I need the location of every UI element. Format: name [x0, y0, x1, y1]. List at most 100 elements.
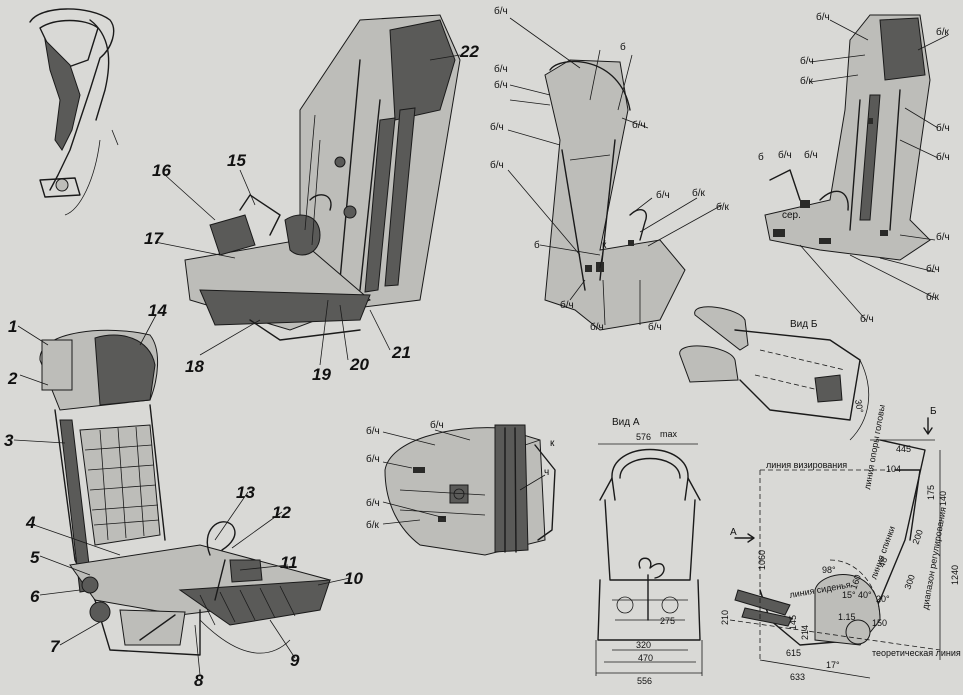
- dim-470: 470: [638, 653, 653, 663]
- callout-4: 4: [25, 513, 36, 532]
- arrow-b-label: Б: [930, 406, 937, 417]
- dim-145: 145: [788, 615, 798, 630]
- mark-ch: ч: [544, 467, 549, 478]
- callout-18: 18: [185, 357, 204, 376]
- mark-bch: б/ч: [490, 121, 504, 133]
- callout-20: 20: [349, 355, 369, 374]
- perspective-seat-view: [184, 14, 461, 341]
- label-adjust: диапазон регулирования: [920, 506, 948, 610]
- mark-bk: б/к: [366, 519, 380, 531]
- mark-bch: б/ч: [648, 321, 662, 333]
- mark-bch: б/ч: [494, 79, 508, 91]
- view-b-title: Вид Б: [790, 319, 818, 330]
- dim-300: 300: [902, 573, 917, 591]
- callout-15: 15: [227, 151, 246, 170]
- mark-k: к: [602, 240, 607, 251]
- mark-bch: б/ч: [800, 55, 814, 67]
- callout-1: 1: [8, 317, 17, 336]
- dim-200: 200: [910, 528, 925, 546]
- dim-210: 210: [720, 610, 730, 625]
- mark-b: б: [758, 151, 764, 163]
- mark-bch: б/ч: [560, 299, 574, 311]
- main-seat-view: [39, 329, 332, 656]
- mark-bch: б/ч: [632, 119, 646, 131]
- mark-bch: б/ч: [430, 419, 444, 431]
- side-profile-drawing: [729, 417, 941, 679]
- mark-ser: сер.: [782, 210, 801, 221]
- dim-104: 104: [886, 464, 901, 474]
- marks-right-seat: б/ч б/ч б/к б/к б/ч б/ч б б/ч б/ч сер. б…: [758, 11, 950, 325]
- mark-bch: б/ч: [936, 122, 950, 134]
- dim-1240: 1240: [950, 565, 960, 585]
- label-head-line: линия опоры головы: [862, 404, 887, 490]
- mark-bch: б/ч: [936, 151, 950, 163]
- callout-7: 7: [50, 637, 61, 656]
- dim-17: 17°: [826, 660, 840, 670]
- arrow-a-label: А: [730, 527, 737, 538]
- marks-center-seat: б/ч б/ч б/ч б б/ч б/ч б/ч б/ч б/к б/к б …: [490, 5, 730, 333]
- dim-40: 40°: [858, 590, 872, 600]
- mark-bch: б/ч: [490, 159, 504, 171]
- mark-bch: б/ч: [590, 321, 604, 333]
- dim-633: 633: [790, 672, 805, 682]
- callout-11: 11: [280, 553, 298, 572]
- dim-556: 556: [637, 676, 652, 686]
- mark-bch: б/ч: [366, 425, 380, 437]
- marks-back-view: б/ч б/ч б/ч б/ч б/к к ч: [366, 419, 555, 531]
- callout-14: 14: [148, 301, 167, 320]
- callout-8: 8: [194, 671, 204, 690]
- callout-16: 16: [152, 161, 171, 180]
- dim-140: 140: [938, 491, 948, 506]
- dim-576: 576: [636, 432, 651, 442]
- callout-3: 3: [4, 431, 14, 450]
- mark-bch: б/ч: [494, 5, 508, 17]
- mark-bch: б/ч: [860, 313, 874, 325]
- dim-275: 275: [660, 616, 675, 626]
- dim-615: 615: [786, 648, 801, 658]
- dim-160: 160: [848, 573, 863, 591]
- mark-bch: б/ч: [926, 263, 940, 275]
- dim-320: 320: [636, 640, 651, 650]
- mark-bk: б/к: [692, 187, 706, 199]
- callouts: 1 2 3 4 5 6 7 8 9 10 11 12 13 14 15 16 1…: [4, 42, 479, 690]
- dim-max: max: [660, 429, 678, 439]
- callout-6: 6: [30, 587, 40, 606]
- dim-150: 150: [872, 618, 887, 628]
- dim-1060: 1060: [757, 550, 767, 570]
- dim-115: 1.15: [838, 612, 856, 622]
- mark-bch: б/ч: [656, 189, 670, 201]
- dim-15: 15°: [842, 590, 856, 600]
- mark-bch: б/ч: [366, 497, 380, 509]
- mark-bk: б/к: [936, 26, 950, 38]
- dim-20: 20°: [876, 594, 890, 604]
- view-b-drawing: [679, 306, 870, 441]
- callout-10: 10: [344, 569, 363, 588]
- dim-175: 175: [926, 485, 936, 500]
- dim-98: 98°: [822, 565, 836, 575]
- callout-19: 19: [312, 365, 331, 384]
- view-a-drawing: [595, 443, 703, 676]
- mark-k: к: [550, 438, 555, 449]
- label-floor: теоретическая линия пола: [872, 648, 963, 658]
- view-labels: Вид Б 30° Вид А 576 max 275 320 470 556 …: [612, 319, 937, 686]
- mark-bch: б/ч: [816, 11, 830, 23]
- mark-bch: б/ч: [366, 453, 380, 465]
- mark-b: б: [534, 239, 540, 251]
- mark-b: б: [620, 41, 626, 53]
- mark-bk: б/к: [926, 291, 940, 303]
- callout-17: 17: [144, 229, 164, 248]
- mark-bch: б/ч: [778, 149, 792, 161]
- view-a-title: Вид А: [612, 417, 640, 428]
- seat-back-view: [384, 424, 556, 556]
- callout-13: 13: [236, 483, 255, 502]
- callout-12: 12: [272, 503, 291, 522]
- callout-22: 22: [459, 42, 479, 61]
- callout-5: 5: [30, 548, 40, 567]
- marked-seat-right: [764, 14, 931, 261]
- dim-48: 48: [876, 556, 889, 569]
- mark-bk: б/к: [716, 201, 730, 213]
- mark-bch: б/ч: [936, 231, 950, 243]
- small-seat-sketch: [29, 8, 119, 216]
- label-hip-line: линия спинки: [868, 525, 897, 581]
